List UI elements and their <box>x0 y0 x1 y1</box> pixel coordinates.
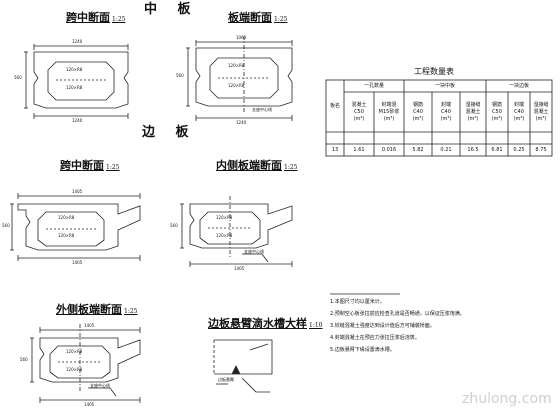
table-cell: 16.5 <box>467 146 479 153</box>
mid-span-top-width: 1240 <box>72 39 83 44</box>
table-cell: 0.016 <box>381 146 397 153</box>
table-column-unit: (m³) <box>535 115 547 122</box>
edge-inner-end-void-lower: 120×R8 <box>216 233 233 238</box>
table-column-grade: M15砂浆 <box>378 108 400 115</box>
edge-span-top-width: 1405 <box>72 189 83 194</box>
table-column-header: 湿接缝混凝土(m³) <box>460 92 486 132</box>
mid-span-height: 560 <box>14 75 22 80</box>
edge-inner-end-bottom-width: 1405 <box>234 266 245 271</box>
table-column-grade: C50 <box>492 108 502 115</box>
edge-outer-end-section <box>30 324 141 403</box>
table-cell: 8.75 <box>535 146 547 153</box>
edge-span-void-lower: 120×R8 <box>58 233 75 238</box>
table-column-name: 湿接缝 <box>533 101 549 108</box>
note-5: 5.边板悬臂下缘设置滴水槽。 <box>330 347 395 353</box>
table-column-name: 钢筋 <box>491 101 502 108</box>
table-column-unit: (m³) <box>353 115 365 122</box>
edge-outer-end-top-width: 1405 <box>84 323 95 328</box>
table-cell: 6.81 <box>491 146 503 153</box>
table-group-1: 一孔数量 <box>363 82 384 89</box>
table-row-header: 板名 <box>329 102 340 109</box>
note-4: 4.封端混凝土在预应力张拉压浆后浇筑。 <box>330 335 420 341</box>
mid-end-bottom-width: 1240 <box>236 120 247 125</box>
table-column-name: 封端 <box>440 101 451 108</box>
edge-inner-end-height: 560 <box>170 223 178 228</box>
table-column-grade: C40 <box>514 108 524 115</box>
note-2: 2.预制空心板张拉前应检查孔道是否畅通，以保证压浆饱满。 <box>330 311 465 317</box>
table-column-unit: (m³) <box>491 115 503 122</box>
edge-outer-end-void-upper: 120×R8 <box>66 349 83 354</box>
edge-slab-heading: 边 板 <box>142 125 197 140</box>
table-cell: 0.25 <box>513 146 525 153</box>
table-cell: 0.21 <box>440 146 452 153</box>
mid-span-section <box>24 44 129 119</box>
mid-span-void-lower: 120×R8 <box>66 85 83 90</box>
table-cell: 5.82 <box>412 146 424 153</box>
table-column-name: 钢筋 <box>412 101 423 108</box>
table-column-unit: (m³) <box>412 115 424 122</box>
table-column-grade: C40 <box>413 108 423 115</box>
table-row-name: 13 <box>331 146 339 153</box>
table-column-unit: (m³) <box>513 115 525 122</box>
table-column-header: 湿接缝混凝土(m³) <box>530 92 552 132</box>
mid-end-height: 560 <box>176 73 184 78</box>
edge-inner-end-void-upper: 120×R8 <box>216 215 233 220</box>
table-column-grade: 混凝土 <box>465 108 481 115</box>
edge-inner-end-section <box>180 196 293 267</box>
edge-outer-end-void-lower: 120×R8 <box>66 367 83 372</box>
drip-detail <box>213 339 273 393</box>
edge-span-void-upper: 120×R8 <box>58 215 75 220</box>
middle-slab-heading: 中 板 <box>144 2 199 17</box>
mid-end-void-lower: 120×R8 <box>228 83 245 88</box>
drip-detail-label: 边板悬臂 <box>218 377 234 382</box>
mid-end-center-label: 支座中心线 <box>252 107 272 112</box>
mid-end-void-upper: 120×R8 <box>228 63 245 68</box>
watermark: zhulong.com <box>462 391 552 407</box>
edge-outer-end-height: 560 <box>20 357 28 362</box>
mid-span-bottom-width: 1240 <box>72 118 83 123</box>
table-column-unit: (m³) <box>440 115 452 122</box>
mid-end-top-width: 1060 <box>236 35 247 40</box>
table-column-unit: (m³) <box>383 115 395 122</box>
table-column-name: 混凝土 <box>351 101 367 108</box>
edge-span-bottom-width: 1405 <box>72 260 83 265</box>
table-column-name: 封端 <box>513 101 524 108</box>
table-cell: 1.61 <box>353 146 365 153</box>
table-column-unit: (m³) <box>467 115 479 122</box>
edge-outer-end-bottom-width: 1405 <box>84 402 95 407</box>
table-column-name: 封端混 <box>381 101 397 108</box>
notes: 1.本图尺寸均以厘米计。 2.预制空心板张拉前应检查孔道是否畅通，以保证压浆饱满… <box>330 296 552 356</box>
table-column-grade: C50 <box>354 108 364 115</box>
note-1: 1.本图尺寸均以厘米计。 <box>330 299 385 305</box>
quantity-table-lines <box>325 79 553 157</box>
edge-inner-end-center-label: 支座中心线 <box>244 249 264 254</box>
table-group-3: 一块边板 <box>508 82 529 89</box>
edge-span-height: 560 <box>2 223 10 228</box>
table-title: 工程数量表 <box>414 67 454 76</box>
mid-span-void-upper: 120×R8 <box>66 67 83 72</box>
edge-span-section <box>10 193 141 261</box>
table-column-grade: C40 <box>441 108 451 115</box>
table-group-2: 一块中板 <box>434 82 455 89</box>
table-column-name: 湿接缝 <box>465 101 481 108</box>
note-3: 3.铰缝混凝土强度达到设计值后方可铺装桥面。 <box>330 323 435 329</box>
edge-outer-end-center-label: 支座中心线 <box>90 383 110 388</box>
mid-end-section <box>186 36 293 121</box>
table-column-grade: 混凝土 <box>533 108 549 115</box>
